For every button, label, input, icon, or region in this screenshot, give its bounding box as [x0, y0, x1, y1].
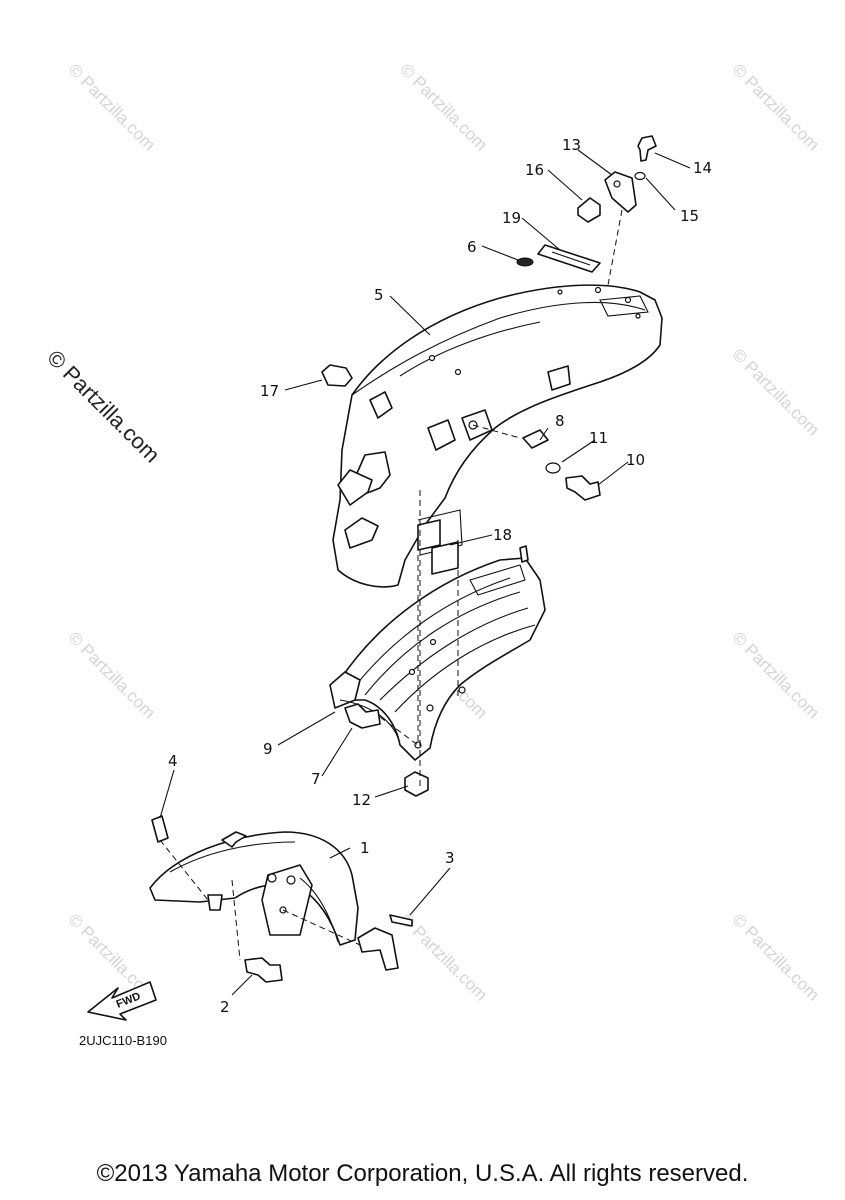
callout-18: 18 — [493, 526, 512, 544]
bolt — [344, 703, 381, 729]
assembly-line — [231, 879, 241, 961]
bracket — [357, 927, 399, 971]
fender-pad — [431, 541, 459, 575]
forward-direction-arrow: FWD — [87, 981, 157, 1021]
callout-3: 3 — [445, 849, 455, 867]
leader-lines — [159, 149, 691, 996]
assembly-line — [472, 424, 521, 439]
bracket — [389, 914, 413, 927]
callout-15: 15 — [680, 207, 699, 225]
callout-16: 16 — [525, 161, 544, 179]
callout-19: 19 — [502, 209, 521, 227]
washer — [634, 171, 646, 181]
screw — [637, 135, 657, 162]
washer — [545, 462, 561, 474]
washer — [516, 257, 534, 267]
fender-label — [537, 244, 601, 273]
callout-1: 1 — [360, 839, 370, 857]
callout-11: 11 — [589, 429, 608, 447]
callout-17: 17 — [260, 382, 279, 400]
nut — [404, 771, 429, 797]
callout-12: 12 — [352, 791, 371, 809]
callout-8: 8 — [555, 412, 565, 430]
diagram-code: 2UJC110-B190 — [79, 1033, 167, 1048]
callout-2: 2 — [220, 998, 230, 1016]
assembly-line — [379, 716, 419, 746]
washer — [522, 429, 549, 449]
callout-5: 5 — [374, 286, 384, 304]
grommet — [321, 364, 353, 387]
bolt — [565, 475, 601, 501]
callout-6: 6 — [467, 238, 477, 256]
rear-fender — [332, 284, 663, 588]
clip — [151, 815, 169, 843]
callout-7: 7 — [311, 770, 321, 788]
callout-4: 4 — [168, 752, 178, 770]
bolt — [244, 957, 283, 983]
copyright-notice: ©2013 Yamaha Motor Corporation, U.S.A. A… — [96, 1160, 749, 1187]
assembly-line — [159, 839, 209, 901]
bracket — [604, 171, 637, 213]
assembly-line — [282, 909, 361, 946]
cap-nut — [577, 197, 601, 223]
fender-pad — [417, 519, 441, 551]
front-fender — [149, 831, 359, 946]
callout-9: 9 — [263, 740, 273, 758]
callout-14: 14 — [693, 159, 712, 177]
inner-fender — [329, 545, 546, 761]
assembly-line — [607, 209, 623, 286]
callout-13: 13 — [562, 136, 581, 154]
callout-10: 10 — [626, 451, 645, 469]
